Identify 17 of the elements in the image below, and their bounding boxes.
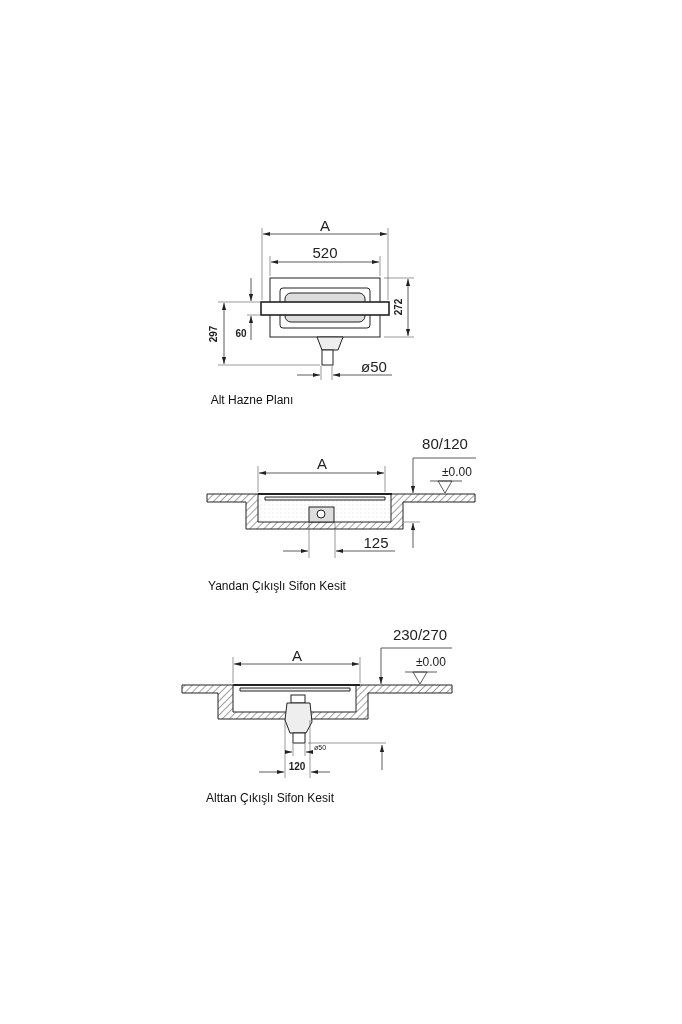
dimension-label: 520 (312, 244, 338, 260)
dimension-label: A (292, 647, 302, 663)
level-label: ±0.00 (416, 656, 446, 668)
view-caption: Alt Hazne Planı (210, 394, 294, 406)
dimension-label: A (320, 217, 330, 233)
dimension-label: 125 (363, 534, 389, 550)
view-caption: Alttan Çıkışlı Sifon Kesit (205, 792, 335, 804)
dimension-label: ø50 (361, 358, 387, 374)
view-caption: Yandan Çıkışlı Sifon Kesit (208, 580, 346, 592)
dimension-label: 120 (288, 762, 306, 772)
dimension-label: 80/120 (422, 435, 468, 451)
dimension-label: 272 (394, 298, 404, 316)
dimension-label: 230/270 (392, 626, 448, 642)
dimension-label: 60 (235, 329, 247, 339)
dimension-label: A (317, 455, 327, 471)
level-label: ±0.00 (442, 466, 472, 478)
dimension-label: 297 (209, 325, 219, 343)
